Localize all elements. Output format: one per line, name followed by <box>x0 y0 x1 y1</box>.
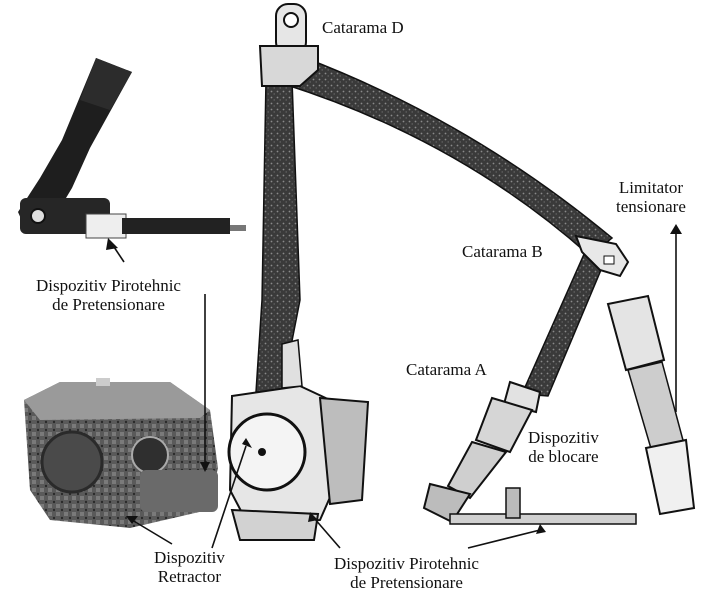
label-retractor-line2: Retractor <box>157 567 222 586</box>
label-locking-device: Dispozitiv de blocare <box>528 428 599 466</box>
label-pyrotechnic-bottom-line1: Dispozitiv Pirotehnic <box>334 554 479 573</box>
label-tension-limiter-line2: tensionare <box>616 197 686 216</box>
tension-limiter <box>606 294 696 516</box>
label-buckle-b: Catarama B <box>462 242 543 261</box>
pyrotechnic-pretensioner-stalk <box>18 58 246 239</box>
label-locking-device-line1: Dispozitiv <box>528 428 599 447</box>
label-buckle-a: Catarama A <box>406 360 487 379</box>
leader-lines <box>111 232 677 549</box>
label-buckle-d: Catarama D <box>322 18 404 37</box>
buckle-d <box>258 3 319 87</box>
buckle-a-assembly <box>422 380 637 525</box>
label-tension-limiter: Limitator tensionare <box>616 178 686 216</box>
label-retractor-line1: Dispozitiv <box>154 548 225 567</box>
belt-webbing <box>255 55 614 397</box>
label-retractor: Dispozitiv Retractor <box>154 548 225 586</box>
label-pyrotechnic-bottom: Dispozitiv Pirotehnic de Pretensionare <box>334 554 479 592</box>
label-pyrotechnic-top-line2: de Pretensionare <box>52 295 165 314</box>
label-pyrotechnic-bottom-line2: de Pretensionare <box>350 573 463 592</box>
retractor-housing <box>227 339 370 541</box>
label-pyrotechnic-top: Dispozitiv Pirotehnic de Pretensionare <box>36 276 181 314</box>
label-tension-limiter-line1: Limitator <box>618 178 684 197</box>
label-pyrotechnic-top-line1: Dispozitiv Pirotehnic <box>36 276 181 295</box>
retractor-photo <box>24 378 218 528</box>
buckle-b <box>574 234 630 278</box>
arrow-heads <box>106 224 682 534</box>
label-locking-device-line2: de blocare <box>528 447 599 466</box>
